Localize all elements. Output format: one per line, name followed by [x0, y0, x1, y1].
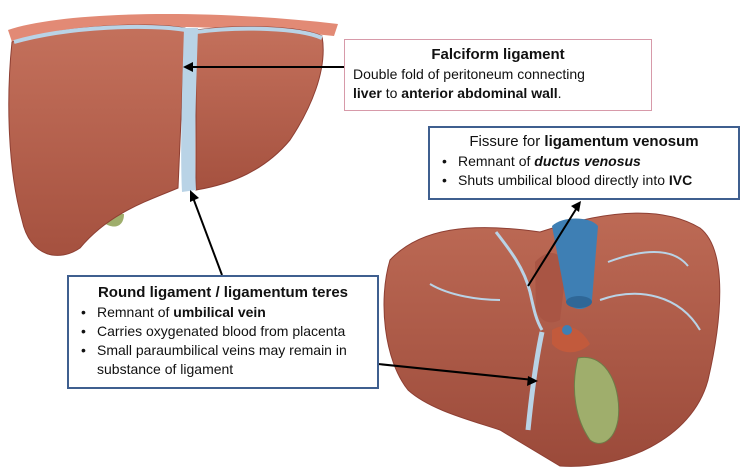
falciform-ligament-band — [181, 28, 198, 192]
venosum-callout: Fissure for ligamentum venosum Remnant o… — [428, 126, 740, 200]
venosum-arrowhead — [571, 201, 581, 212]
teres-arrowhead-lower — [527, 376, 538, 386]
right-lobe — [8, 24, 186, 256]
teres-pointer-upper — [191, 194, 223, 276]
falciform-title: Falciform ligament — [431, 46, 565, 63]
venosum-b2-pre: Shuts umbilical blood directly into — [458, 172, 669, 188]
venosum-title-pre: Fissure for — [469, 133, 545, 150]
teres-title: Round ligament / ligamentum teres — [97, 284, 349, 301]
ligamentum-teres-fissure — [525, 331, 545, 431]
venosum-bullets: Remnant of ductus venosus Shuts umbilica… — [436, 152, 732, 190]
teres-b1-pre: Remnant of — [97, 304, 174, 320]
falciform-desc-period: . — [557, 85, 562, 101]
pointer-arrows — [183, 62, 581, 386]
falciform-desc-text: Double fold of peritoneum connecting — [353, 66, 585, 82]
porta-hepatis-vessels — [552, 326, 590, 353]
portal-vein — [562, 325, 572, 335]
ligamentum-venosum-fissure — [494, 231, 544, 331]
teres-b1-term: umbilical vein — [173, 304, 266, 320]
falciform-desc-wall: anterior abdominal wall — [401, 85, 558, 101]
falciform-callout: Falciform ligament Double fold of perito… — [344, 39, 652, 111]
falciform-desc-liver: liver — [353, 85, 382, 101]
falciform-description: Double fold of peritoneum connecting liv… — [353, 65, 643, 103]
hepatic-vessel-lines — [429, 251, 701, 331]
venosum-b1-term: ductus venosus — [534, 153, 641, 169]
inferior-vena-cava — [552, 218, 598, 309]
caudate-lobe — [535, 252, 566, 323]
diaphragm-strip — [8, 13, 338, 42]
falciform-arrowhead — [183, 62, 193, 72]
teres-pointer-lower — [377, 363, 535, 381]
teres-arrowhead-upper — [190, 190, 199, 202]
visceral-liver-view — [383, 212, 721, 467]
teres-callout: Round ligament / ligamentum teres Remnan… — [67, 275, 379, 389]
teres-bullet-3: Small paraumbilical veins may remain in … — [75, 341, 371, 379]
visceral-liver-body — [383, 212, 721, 467]
left-lobe — [195, 26, 324, 191]
teres-bullet-1: Remnant of umbilical vein — [75, 303, 371, 322]
falciform-desc-to: to — [381, 85, 402, 101]
capsule-edge — [13, 24, 323, 44]
teres-bullets: Remnant of umbilical vein Carries oxygen… — [75, 303, 371, 379]
ivc-opening — [566, 296, 592, 308]
venosum-bullet-2: Shuts umbilical blood directly into IVC — [436, 171, 732, 190]
venosum-title: Fissure for ligamentum venosum — [436, 132, 732, 152]
venosum-b1-pre: Remnant of — [458, 153, 535, 169]
venosum-pointer — [527, 205, 579, 287]
venosum-bullet-1: Remnant of ductus venosus — [436, 152, 732, 171]
venosum-b2-term: IVC — [668, 172, 693, 188]
venosum-title-bold: ligamentum venosum — [544, 133, 699, 150]
gallbladder — [573, 356, 620, 444]
anterior-liver-view — [8, 13, 338, 256]
teres-bullet-2: Carries oxygenated blood from placenta — [75, 322, 371, 341]
